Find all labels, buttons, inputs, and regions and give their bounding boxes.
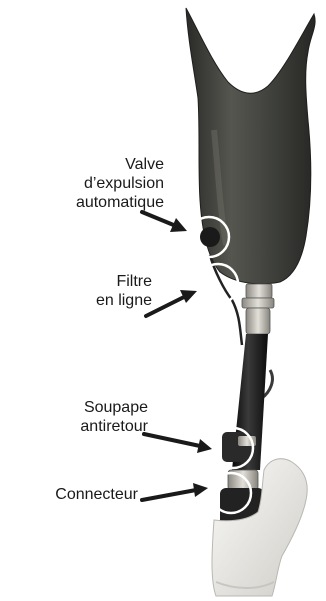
label-line: en ligne — [40, 291, 152, 310]
label-line: automatique — [40, 193, 164, 212]
foot-shell — [212, 459, 307, 596]
label-connector: Connecteur — [0, 485, 138, 504]
arrow-filter — [146, 290, 197, 316]
label-line: d’expulsion — [40, 174, 164, 193]
label-line: Filtre — [40, 272, 152, 291]
label-line: Soupape — [20, 398, 148, 417]
arrow-check-valve — [144, 434, 212, 453]
label-inline-filter: Filtre en ligne — [40, 272, 152, 310]
expulsion-valve — [200, 227, 220, 247]
arrow-connector — [142, 483, 208, 500]
arrow-valve — [142, 212, 187, 232]
label-line: Valve — [40, 155, 164, 174]
label-line: Connecteur — [0, 485, 138, 504]
label-line: antiretour — [20, 417, 148, 436]
label-check-valve: Soupape antiretour — [20, 398, 148, 436]
label-expulsion-valve: Valve d’expulsion automatique — [40, 155, 164, 212]
pyramid-adapter — [242, 284, 274, 334]
